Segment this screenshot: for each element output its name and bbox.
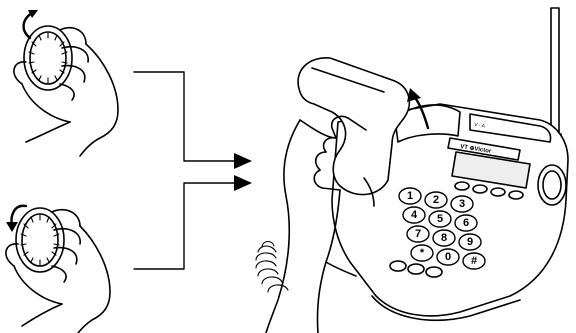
- keypad-key: 1: [399, 188, 421, 204]
- keypad-key: 7: [407, 226, 429, 242]
- keypad-key: #: [463, 253, 485, 269]
- hand-dial-counterclockwise: [6, 206, 110, 333]
- keypad-key: 5: [429, 211, 451, 227]
- arrow-head-upper: [234, 153, 252, 169]
- keypad-key-label: *: [420, 247, 425, 259]
- keypad-key: 2: [425, 192, 447, 208]
- keypad-key-label: 0: [445, 251, 451, 263]
- keypad-key-label: 2: [433, 194, 439, 206]
- keypad-key: 0: [437, 249, 459, 265]
- keypad-key-label: 7: [415, 228, 421, 240]
- keypad-key-label: 6: [463, 217, 469, 229]
- keypad-key-label: 4: [411, 209, 418, 221]
- keypad-key-label: 1: [407, 190, 413, 202]
- hand-dial-clockwise: [14, 10, 118, 156]
- keypad-key-label: 3: [459, 198, 465, 210]
- keypad-key: 8: [433, 230, 455, 246]
- keypad-key-label: 9: [467, 236, 473, 248]
- keypad-key-label: 5: [437, 213, 443, 225]
- keypad-key: 3: [451, 196, 473, 212]
- antenna: [551, 8, 559, 134]
- keypad-key: 6: [455, 215, 477, 231]
- arrow-head-lower: [234, 175, 252, 191]
- keypad-key: 4: [403, 207, 425, 223]
- keypad-key: *: [411, 245, 433, 261]
- keypad-key-label: 8: [441, 232, 447, 244]
- keypad-key-label: #: [471, 255, 477, 267]
- keypad-key: 9: [459, 234, 481, 250]
- connector-lines: [134, 72, 236, 269]
